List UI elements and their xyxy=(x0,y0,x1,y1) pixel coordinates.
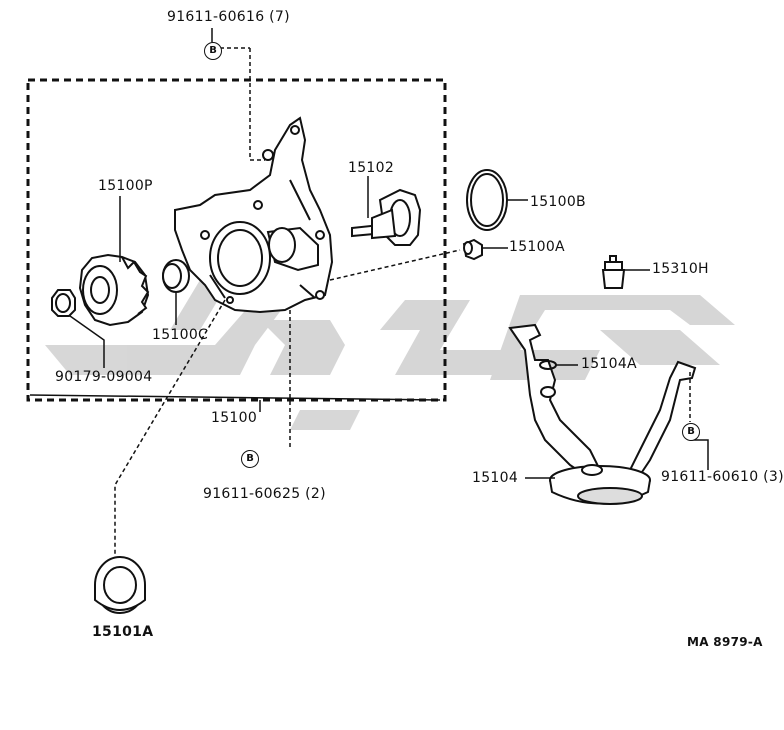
label-15104: 15104 xyxy=(472,470,519,486)
o-ring-part xyxy=(466,169,508,231)
drive-gear-part xyxy=(78,253,150,327)
leader-lines xyxy=(29,28,709,555)
oil-pressure-switch-part xyxy=(601,255,626,289)
label-15101A: 15101A xyxy=(92,624,154,640)
label-15100A: 15100A xyxy=(509,239,565,255)
label-15310H: 15310H xyxy=(652,261,709,277)
plug-part xyxy=(462,238,483,261)
label-91611-60616: 91611-60616 (7) xyxy=(167,9,290,25)
label-15104A: 15104A xyxy=(581,356,637,372)
label-15100B: 15100B xyxy=(530,194,586,210)
watermark-logo xyxy=(45,280,735,430)
relief-valve-part xyxy=(351,188,422,246)
oil-strainer-part xyxy=(508,323,697,505)
label-91611-60610: 91611-60610 (3) xyxy=(661,469,784,485)
bolt-callout-right: B xyxy=(682,423,700,441)
bolt-callout-top: B xyxy=(204,42,222,60)
assembly-box xyxy=(26,78,447,402)
label-15102: 15102 xyxy=(348,160,395,176)
label-15100: 15100 xyxy=(211,410,258,426)
diagram-code: MA 8979-A xyxy=(687,635,763,649)
seal-part xyxy=(162,259,190,293)
bolt-callout-bottom: B xyxy=(241,450,259,468)
oil-seal-part xyxy=(94,556,146,614)
nut-part xyxy=(51,289,76,317)
label-91611-60625: 91611-60625 (2) xyxy=(203,486,326,502)
pump-body-part xyxy=(174,116,334,314)
label-90179-09004: 90179-09004 xyxy=(55,369,153,385)
label-15100P: 15100P xyxy=(98,178,153,194)
label-15100C: 15100C xyxy=(152,327,209,343)
